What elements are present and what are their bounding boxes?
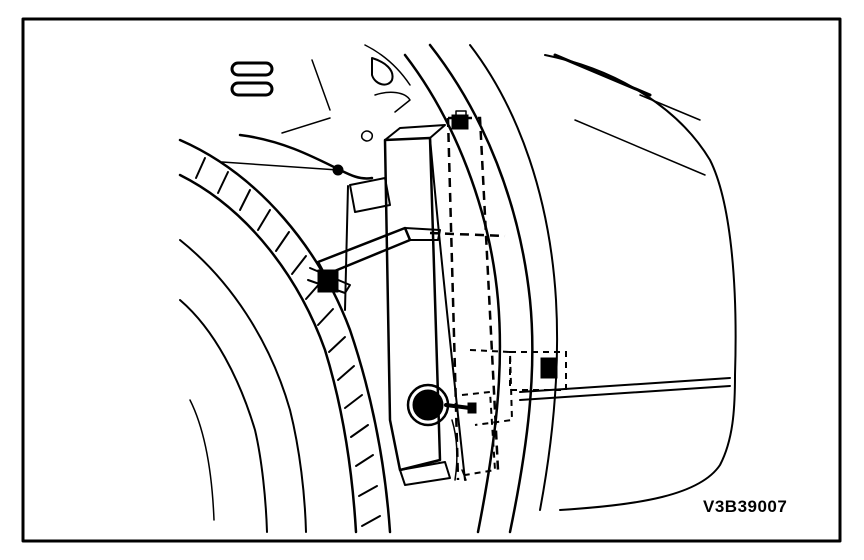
border-frame (21, 17, 842, 543)
body-panel (519, 53, 737, 511)
bolt-lower-icon (406, 383, 477, 427)
bolt-upper-icon (332, 130, 374, 176)
hidden-lines (429, 116, 567, 481)
detail-parts-top (221, 44, 411, 180)
tire (178, 138, 392, 534)
clip-right-icon (540, 357, 558, 379)
figure-id-label: V3B39007 (703, 497, 787, 516)
splash-guard (316, 124, 466, 481)
clip-left-icon (307, 267, 351, 294)
detail-parts-bottom (399, 419, 467, 486)
wheel-arch (403, 43, 559, 534)
fastener-upper-icon (451, 110, 469, 130)
